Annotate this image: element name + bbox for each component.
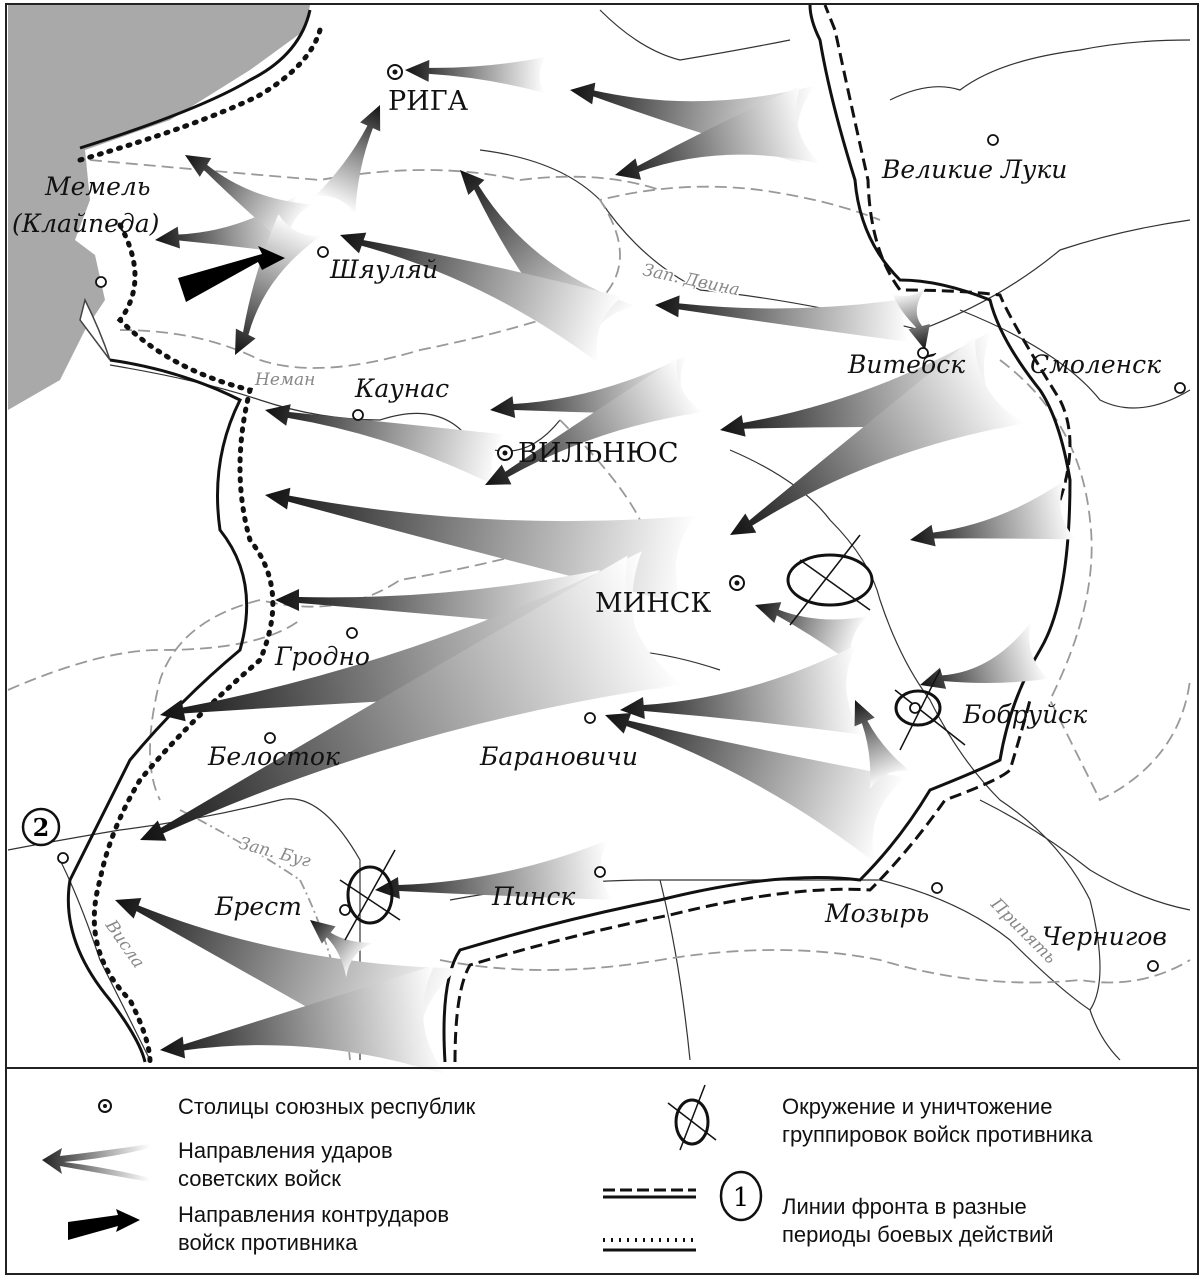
soviet-attack-arrow xyxy=(620,645,864,735)
soviet-attack-arrow xyxy=(730,336,1025,535)
city-markers xyxy=(57,134,1186,972)
legend-counter-2: войск противника xyxy=(178,1230,358,1255)
city-label-bobruisk: Бобруйск xyxy=(962,700,1087,729)
soviet-attack-arrow xyxy=(314,105,381,215)
legend-front-1: Линии фронта в разные xyxy=(782,1194,1027,1219)
front-marker-2: 2 xyxy=(21,807,61,847)
front-line-solid xyxy=(66,4,1072,1063)
city-label-vilnius: ВИЛЬНЮС xyxy=(518,438,679,469)
city-label-pinsk: Пинск xyxy=(491,882,575,911)
encirclement-brest-icon xyxy=(339,849,401,941)
svg-text:1: 1 xyxy=(733,1183,750,1213)
svg-text:2: 2 xyxy=(33,813,50,842)
city-label-vitebsk: Витебск xyxy=(847,350,965,379)
city-label-riga: РИГА xyxy=(388,86,469,117)
soviet-attack-arrows xyxy=(115,57,1076,1075)
city-label-memel: Мемель xyxy=(44,172,150,201)
capital-markers xyxy=(387,64,745,591)
soviet-attack-arrow xyxy=(265,404,506,486)
river-label-neman: Неман xyxy=(254,370,315,390)
city-label-baranovichi: Барановичи xyxy=(479,742,638,771)
soviet-attack-arrow xyxy=(405,57,546,93)
city-label-minsk: МИНСК xyxy=(595,588,711,619)
soviet-attack-arrow xyxy=(160,965,446,1075)
legend-soviet-2: советских войск xyxy=(178,1166,341,1191)
legend-front-2: периоды боевых действий xyxy=(782,1222,1054,1247)
city-label-grodno: Гродно xyxy=(274,642,370,671)
city-label-velikie-luki: Великие Луки xyxy=(881,155,1067,184)
city-label-brest: Брест xyxy=(214,892,302,921)
soviet-attack-arrow xyxy=(892,285,930,350)
legend-capitals: Столицы союзных республик xyxy=(178,1094,476,1119)
front-lines xyxy=(66,4,1072,1065)
encirclement-minsk-icon xyxy=(786,534,874,626)
city-label-klaipeda: (Клайпеда) xyxy=(12,209,159,238)
soviet-attack-arrow xyxy=(655,295,912,342)
front-dotted-legend-icon xyxy=(603,1238,696,1252)
enemy-counterattack-arrow xyxy=(178,246,285,302)
soviet-attack-arrow xyxy=(375,840,613,900)
legend-counter-1: Направления контрударов xyxy=(178,1202,449,1227)
soviet-attack-arrow xyxy=(340,232,622,364)
soviet-arrow-legend-icon xyxy=(42,1144,150,1182)
soviet-attack-arrow xyxy=(920,621,1049,689)
soviet-attack-arrow xyxy=(755,602,868,664)
encirclement-legend-icon xyxy=(667,1084,717,1151)
city-label-smolensk: Смоленск xyxy=(1030,350,1161,379)
front-line-dashed xyxy=(453,4,1072,1063)
front-dashed-legend-icon xyxy=(603,1188,696,1199)
soviet-attack-arrow xyxy=(485,358,704,485)
soviet-attack-arrow xyxy=(235,214,322,355)
legend: Столицы союзных республик Направления уд… xyxy=(42,1084,1093,1255)
counter-arrow-legend-icon xyxy=(68,1209,140,1240)
city-label-chernigov: Чернигов xyxy=(1042,922,1167,951)
city-label-kaunas: Каунас xyxy=(354,374,449,403)
legend-encircle-1: Окружение и уничтожение xyxy=(782,1094,1052,1119)
soviet-attack-arrow xyxy=(310,920,374,978)
soviet-attack-arrow xyxy=(155,195,304,255)
soviet-attack-arrow xyxy=(605,712,906,863)
soviet-attack-arrow xyxy=(910,480,1076,547)
city-label-shyaulyai: Шяуляй xyxy=(329,255,438,284)
front-line-dotted xyxy=(77,27,323,1065)
front-marker-1: 1 xyxy=(719,1170,763,1222)
legend-soviet-1: Направления ударов xyxy=(178,1138,393,1163)
soviet-attack-arrow xyxy=(854,700,911,789)
legend-encircle-2: группировок войск противника xyxy=(782,1122,1093,1147)
city-label-mozyr: Мозырь xyxy=(824,899,929,928)
soviet-attack-arrow xyxy=(140,555,683,841)
city-label-belostok: Белосток xyxy=(207,742,340,771)
soviet-attack-arrow xyxy=(615,86,820,180)
